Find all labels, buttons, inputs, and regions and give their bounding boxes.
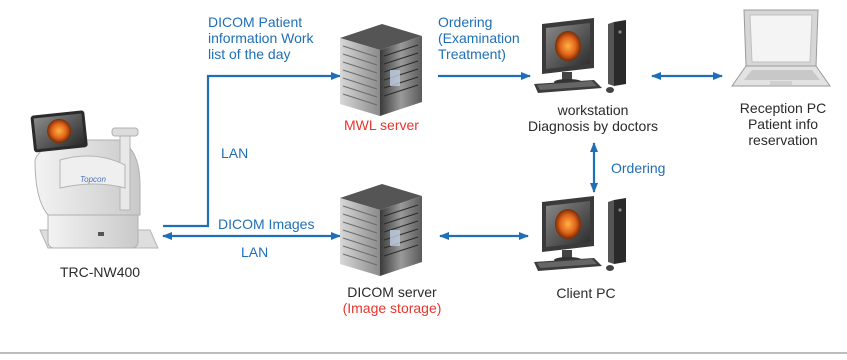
worklist-label-line: DICOM Patient (208, 14, 303, 30)
server-icon (340, 184, 422, 276)
lan-lower-label: LAN (241, 244, 269, 260)
client-pc-label: Client PC (556, 285, 616, 301)
reception-pc-label-line: Reception PC (739, 100, 827, 116)
ordering-top-label: Ordering (Examination Treatment) (438, 14, 520, 62)
ordering-top-label-line: (Examination (438, 30, 520, 46)
dicom-server-label: DICOM server (Image storage) (343, 284, 442, 316)
ordering-top-label-line: Ordering (438, 14, 493, 30)
worklist-label-line: list of the day (208, 46, 291, 62)
worklist-link (163, 72, 341, 228)
laptop-icon (731, 9, 831, 87)
reception-pc-label: Reception PC Patient info reservation (740, 100, 826, 148)
reception-pc-label-line: Patient info (747, 116, 819, 132)
mwl-server-label: MWL server (344, 117, 419, 133)
desktop-pc-icon (534, 18, 626, 93)
fundus-camera-icon: Topcon (30, 110, 159, 249)
server-icon (340, 24, 422, 116)
device-label: TRC-NW400 (59, 264, 141, 280)
lan-upper-label: LAN (221, 145, 249, 161)
svg-text:Topcon: Topcon (80, 175, 107, 184)
dicom-server-sublabel: (Image storage) (342, 300, 442, 316)
ordering-vertical-label: Ordering (611, 160, 666, 176)
worklist-label: DICOM Patient information Work list of t… (208, 14, 314, 62)
workstation-label-line: Diagnosis by doctors (528, 118, 658, 134)
workstation-label: workstation Diagnosis by doctors (528, 102, 658, 134)
dicom-images-label: DICOM Images (218, 216, 315, 232)
worklist-label-line: information Work (208, 30, 314, 46)
connection-lines (162, 72, 723, 240)
reception-pc-label-line: reservation (748, 132, 818, 148)
desktop-pc-icon (534, 196, 626, 271)
dicom-server-label-line: DICOM server (347, 284, 437, 300)
ordering-top-label-line: Treatment) (438, 46, 506, 62)
workstation-label-line: workstation (557, 102, 629, 118)
